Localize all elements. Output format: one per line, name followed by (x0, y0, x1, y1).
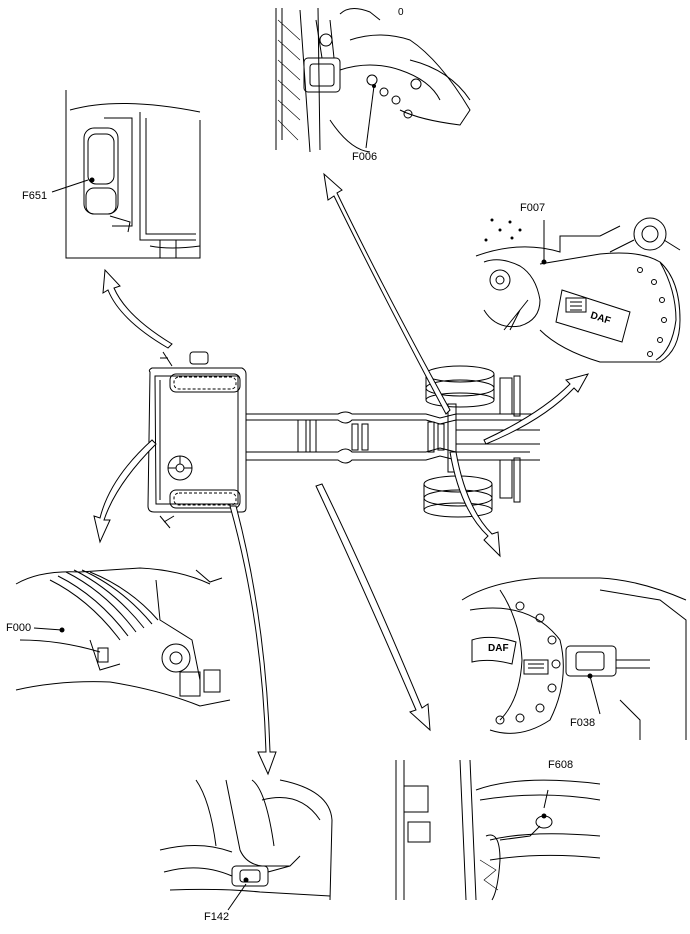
label-f651: F651 (22, 190, 48, 202)
pointer-arrows (93, 172, 590, 776)
panel-f608-detail (395, 759, 601, 901)
truck-chassis-top-view (147, 351, 540, 529)
label-f000: F000 (6, 622, 32, 634)
panel-f038-detail (461, 577, 687, 740)
panel-f000-detail (15, 567, 231, 707)
label-top-mark: 0 (398, 7, 404, 18)
panel-f007-detail (475, 217, 681, 363)
daf-logo-axle: DAF (488, 643, 509, 654)
label-f038: F038 (570, 717, 596, 729)
label-f608: F608 (548, 759, 574, 771)
label-f006: F006 (352, 151, 378, 163)
panel-f651-detail (51, 90, 201, 259)
label-f007: F007 (520, 202, 546, 214)
label-f142: F142 (204, 911, 230, 923)
panel-f006-detail (275, 7, 471, 153)
panel-f142-detail (159, 779, 333, 911)
